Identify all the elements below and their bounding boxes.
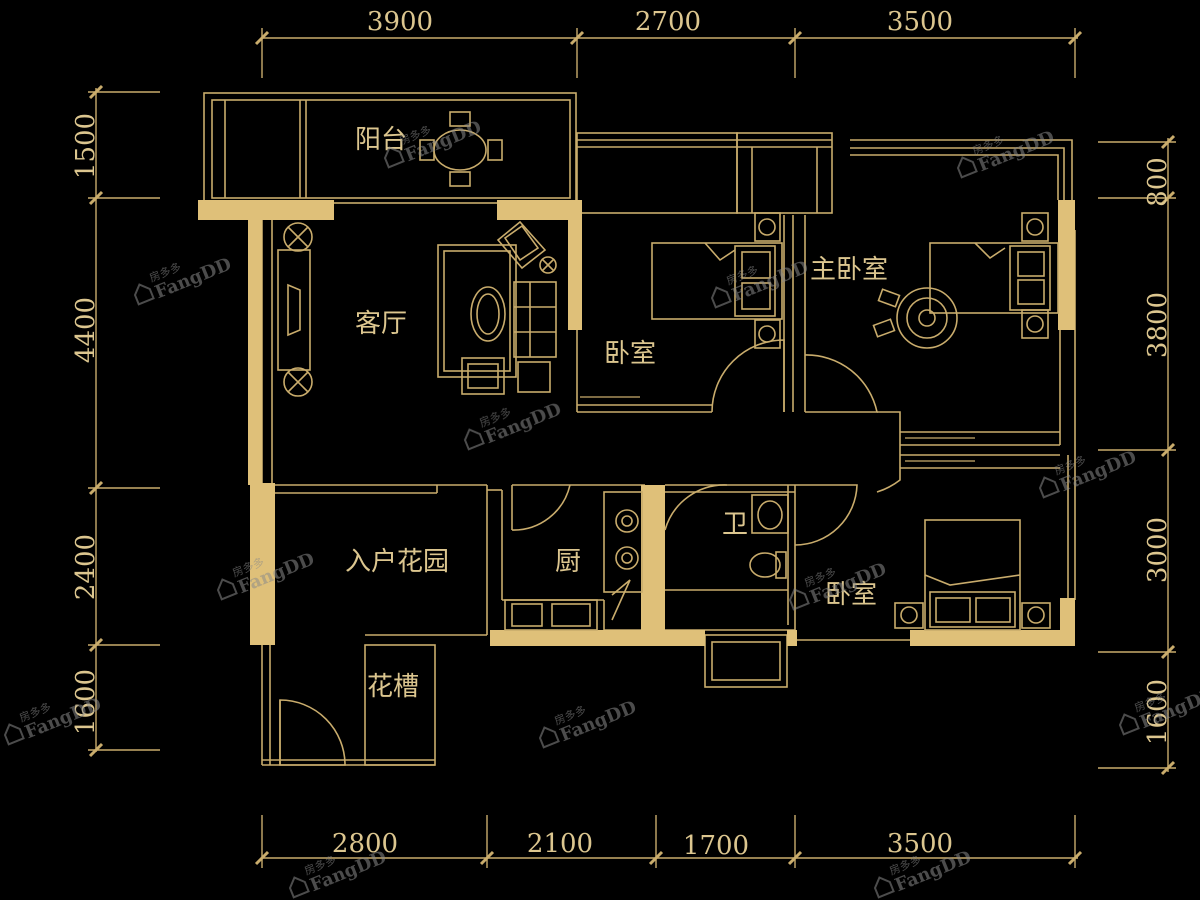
room-label-bathroom: 卫 <box>722 510 748 540</box>
wardrobe-hatching <box>580 396 975 462</box>
wall-outlines <box>203 92 1076 766</box>
dim-bottom-3: 1700 <box>683 831 749 861</box>
master-bed-icon <box>872 212 1059 349</box>
room-label-bedroom-north: 卧室 <box>604 339 656 369</box>
house-logo-icon <box>3 723 25 746</box>
kitchen-sink-icon <box>504 599 598 631</box>
room-label-living-room: 客厅 <box>355 309 407 339</box>
dim-bottom-2: 2100 <box>527 829 593 859</box>
house-logo-icon <box>133 283 155 306</box>
house-logo-icon <box>463 428 485 451</box>
dim-left-1: 1500 <box>71 113 101 179</box>
dim-bottom-1: 2800 <box>332 829 398 859</box>
dim-top-3: 3500 <box>887 7 953 37</box>
washbasin-icon <box>751 494 789 534</box>
dim-top-1: 3900 <box>367 7 433 37</box>
house-logo-icon <box>710 286 732 309</box>
dim-bottom-4: 3500 <box>887 829 953 859</box>
room-label-balcony: 阳台 <box>355 125 407 155</box>
dim-right-4: 1600 <box>1143 679 1173 745</box>
doors <box>279 339 901 766</box>
dimension-ticks <box>88 30 1176 866</box>
stove-icon <box>603 491 643 593</box>
house-logo-icon <box>873 876 895 899</box>
room-label-master-bedroom: 主卧室 <box>810 255 888 285</box>
house-logo-icon <box>288 876 310 899</box>
sofa-set-icon <box>437 220 557 395</box>
house-logo-icon <box>1038 476 1060 499</box>
house-logo-icon <box>216 578 238 601</box>
balcony-dining-set-icon <box>419 111 503 187</box>
dim-top-2: 2700 <box>635 7 701 37</box>
room-label-entry-garden: 入户花园 <box>345 547 449 577</box>
dim-right-2: 3800 <box>1143 292 1173 358</box>
tv-cabinet-icon <box>277 222 313 397</box>
room-label-kitchen: 厨 <box>555 547 581 577</box>
house-logo-icon <box>788 588 810 611</box>
room-label-bedroom-south: 卧室 <box>825 580 877 610</box>
south-bed-icon <box>894 519 1051 631</box>
dim-right-3: 3000 <box>1143 517 1173 583</box>
house-logo-icon <box>1118 713 1140 736</box>
bed-icon <box>651 212 783 349</box>
dim-left-4: 1600 <box>71 669 101 735</box>
room-label-planter: 花槽 <box>367 672 419 702</box>
solid-walls <box>198 200 1075 646</box>
dim-left-3: 2400 <box>71 534 101 600</box>
house-logo-icon <box>956 156 978 179</box>
dim-right-1: 800 <box>1143 157 1173 207</box>
house-logo-icon <box>383 146 405 169</box>
dim-left-2: 4400 <box>71 297 101 363</box>
toilet-icon <box>749 551 787 579</box>
house-logo-icon <box>538 726 560 749</box>
